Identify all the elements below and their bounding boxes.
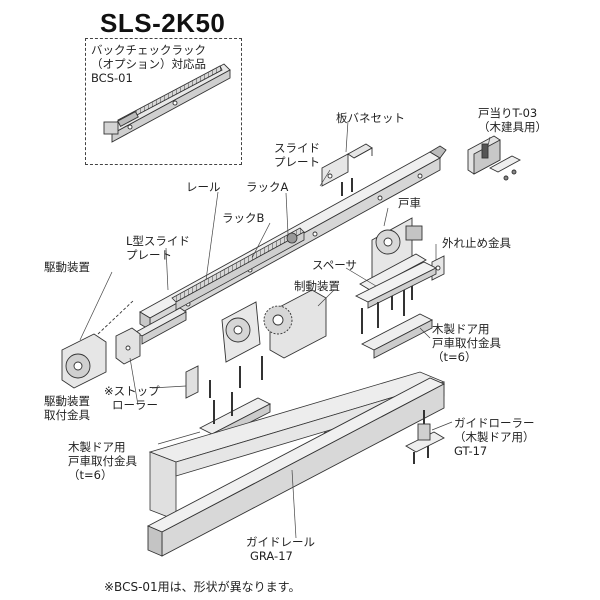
label-l-slide-plate-line2: プレート bbox=[126, 248, 172, 262]
label-door-wheel: 戸車 bbox=[398, 196, 421, 210]
label-slide-plate-line1: スライド bbox=[274, 141, 320, 155]
label-guide-rail: ガイドレール GRA-17 bbox=[246, 535, 315, 563]
guide-roller-part bbox=[405, 410, 445, 464]
brake-unit-part bbox=[263, 289, 327, 359]
label-wood-door-fitting-left-line3: （t=6） bbox=[68, 468, 113, 482]
label-guide-rail-line2: GRA-17 bbox=[250, 549, 293, 563]
label-drive-bracket: 駆動装置 取付金具 bbox=[44, 394, 90, 422]
footnote: ※BCS-01用は、形状が異なります。 bbox=[104, 580, 301, 594]
drive-unit-part bbox=[61, 299, 135, 389]
wood-door-fitting-right-part bbox=[361, 290, 433, 359]
label-wood-door-fitting-left-line1: 木製ドア用 bbox=[68, 440, 126, 454]
label-slide-plate: スライド プレート bbox=[274, 141, 320, 169]
label-rail: レール bbox=[186, 180, 221, 194]
label-l-slide-plate: L型スライド プレート bbox=[126, 234, 190, 262]
label-backcheck: バックチェックラック （オプション）対応品 BCS-01 bbox=[91, 43, 206, 85]
label-drive-unit: 駆動装置 bbox=[44, 260, 90, 274]
label-door-stop-line2: （木建具用） bbox=[478, 120, 547, 134]
label-wood-door-fitting-left-line2: 戸車取付金具 bbox=[68, 454, 137, 468]
label-guide-roller-line1: ガイドローラー bbox=[454, 416, 535, 430]
label-rack-a: ラックA bbox=[246, 180, 289, 194]
label-guide-rail-line1: ガイドレール bbox=[246, 535, 315, 549]
label-wood-door-fitting-right-line2: 戸車取付金具 bbox=[432, 336, 501, 350]
label-slide-plate-line2: プレート bbox=[274, 155, 320, 169]
label-drive-bracket-line2: 取付金具 bbox=[44, 408, 90, 422]
label-guide-roller-line2: （木製ドア用） bbox=[454, 430, 535, 444]
label-stop-roller: ※ストップ ローラー bbox=[104, 384, 160, 412]
leaf-spring-part bbox=[321, 143, 373, 196]
leader-lines bbox=[79, 120, 491, 539]
label-brake-unit: 制動装置 bbox=[294, 279, 340, 293]
spacer-part bbox=[354, 261, 438, 309]
drive-bracket-part bbox=[115, 327, 141, 365]
label-guide-roller: ガイドローラー （木製ドア用） GT-17 bbox=[454, 416, 535, 458]
label-door-stop-line1: 戸当りT-03 bbox=[478, 106, 538, 120]
label-guide-roller-line3: GT-17 bbox=[454, 444, 488, 458]
label-wood-door-fitting-right-line3: （t=6） bbox=[432, 350, 477, 364]
label-leaf-spring: 板バネセット bbox=[336, 111, 405, 125]
label-wood-door-fitting-right-line1: 木製ドア用 bbox=[432, 322, 490, 336]
guide-rail-part bbox=[146, 377, 446, 557]
label-stop-roller-line2: ローラー bbox=[112, 398, 158, 412]
label-derail-stop: 外れ止め金具 bbox=[442, 236, 511, 250]
label-spacer: スペーサ bbox=[312, 258, 357, 272]
stop-roller-part bbox=[185, 365, 211, 399]
label-l-slide-plate-line1: L型スライド bbox=[126, 234, 190, 248]
label-door-stop: 戸当りT-03 （木建具用） bbox=[478, 106, 547, 134]
product-title: SLS-2K50 bbox=[100, 8, 226, 38]
rack-part bbox=[171, 227, 305, 311]
label-backcheck-line3: BCS-01 bbox=[91, 71, 133, 85]
door-stop-part bbox=[467, 135, 521, 181]
label-backcheck-line2: （オプション）対応品 bbox=[91, 57, 206, 71]
label-wood-door-fitting-left: 木製ドア用 戸車取付金具 （t=6） bbox=[68, 440, 137, 482]
door-wheel-left-part bbox=[221, 301, 263, 388]
label-wood-door-fitting-right: 木製ドア用 戸車取付金具 （t=6） bbox=[432, 322, 501, 364]
label-stop-roller-line1: ※ストップ bbox=[104, 384, 160, 398]
label-rack-b: ラックB bbox=[222, 211, 265, 225]
label-backcheck-line1: バックチェックラック bbox=[91, 43, 206, 57]
backcheck-inset-frame bbox=[85, 38, 242, 165]
label-drive-bracket-line1: 駆動装置 bbox=[44, 394, 90, 408]
backcheck-rack-part bbox=[103, 63, 231, 143]
